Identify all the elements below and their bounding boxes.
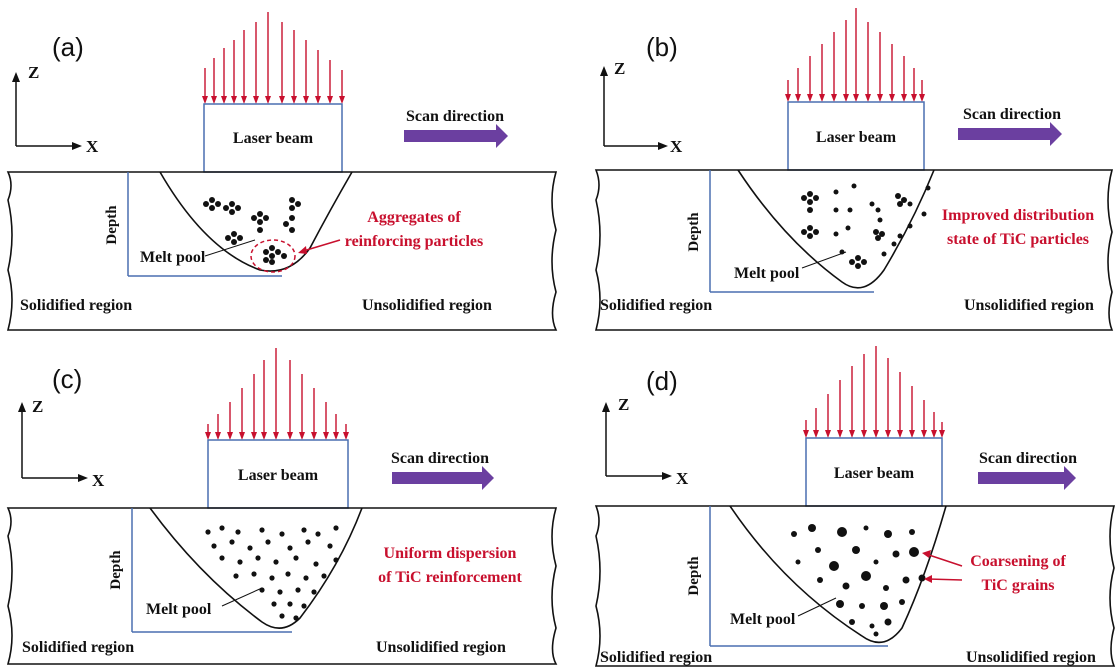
annotation-arrow-2	[927, 578, 963, 581]
axes: Z X	[12, 63, 99, 156]
particles	[801, 183, 931, 269]
solidified-label: Solidified region	[22, 639, 134, 656]
panel-a: (a) Z X Laser beam	[6, 12, 558, 331]
x-axis-label: X	[92, 471, 105, 490]
substrate-outline	[6, 171, 558, 331]
melt-pool-pointer	[221, 587, 263, 607]
solidified-label: Solidified region	[20, 297, 132, 314]
melt-pool-label: Melt pool	[734, 265, 800, 282]
laser-beam-box	[203, 103, 343, 173]
panel-label: (d)	[646, 366, 678, 396]
unsolidified-label: Unsolidified region	[376, 639, 506, 656]
scan-direction-label: Scan direction	[391, 450, 489, 467]
annotation-line1: Improved distribution	[942, 207, 1094, 224]
unsolidified-label: Unsolidified region	[964, 297, 1094, 314]
x-axis-label: X	[676, 469, 689, 488]
melt-pool-boundary	[737, 169, 935, 289]
panel-d: (d) Z X Laser beam	[594, 346, 1116, 667]
substrate-outline	[6, 507, 558, 665]
z-axis-label: Z	[614, 59, 625, 78]
laser-beam-box	[805, 437, 943, 507]
aggregate-highlight	[250, 239, 296, 273]
depth-label: Depth	[686, 212, 702, 252]
scan-direction-arrow	[392, 466, 494, 490]
coarsened-particles	[791, 524, 926, 637]
melt-pool-label: Melt pool	[730, 611, 796, 628]
melt-pool-label: Melt pool	[146, 601, 212, 618]
substrate-outline	[594, 505, 1116, 667]
laser-beam-box	[787, 101, 925, 171]
laser-arrows	[204, 12, 343, 100]
axes: Z X	[600, 59, 683, 156]
annotation-arrow-1	[925, 553, 963, 567]
z-axis-label: Z	[618, 395, 629, 414]
melt-pool-label: Melt pool	[140, 249, 206, 266]
annotation-line1: Uniform dispersion	[384, 545, 517, 562]
laser-beam-label: Laser beam	[233, 130, 314, 147]
melt-pool-boundary	[729, 505, 947, 644]
scan-direction-arrow	[958, 122, 1062, 146]
laser-arrows	[207, 348, 347, 434]
laser-beam-box	[207, 439, 349, 509]
depth-label: Depth	[108, 550, 124, 590]
z-axis-label: Z	[28, 63, 39, 82]
laser-beam-label: Laser beam	[238, 467, 319, 484]
depth-label: Depth	[686, 556, 702, 596]
laser-arrowheads	[205, 432, 349, 440]
annotation-line1: Coarsening of	[970, 553, 1066, 570]
annotation-arrow	[299, 239, 341, 253]
annotation-line2: of TiC reinforcement	[378, 569, 522, 586]
annotation-line2: TiC grains	[981, 577, 1054, 594]
scan-direction-label: Scan direction	[406, 108, 504, 125]
melt-pool-pointer	[801, 251, 847, 269]
unsolidified-label: Unsolidified region	[966, 649, 1096, 666]
panel-label: (a)	[52, 32, 84, 62]
unsolidified-label: Unsolidified region	[362, 297, 492, 314]
panel-label: (c)	[52, 364, 82, 394]
substrate-outline	[594, 169, 1114, 331]
solidified-label: Solidified region	[600, 297, 712, 314]
particle-aggregates	[203, 197, 301, 265]
z-axis-label: Z	[32, 397, 43, 416]
depth-label: Depth	[104, 205, 120, 245]
melt-pool-boundary	[159, 171, 353, 272]
particles	[205, 525, 339, 621]
panel-label: (b)	[646, 32, 678, 62]
scan-direction-arrow	[978, 466, 1076, 490]
x-axis-label: X	[86, 137, 99, 156]
axes: Z X	[602, 395, 689, 488]
annotation-line1: Aggregates of	[367, 209, 461, 226]
scan-direction-arrow	[404, 124, 508, 148]
solidified-label: Solidified region	[600, 649, 712, 666]
laser-arrowheads	[803, 430, 945, 438]
melt-pool-pointer	[797, 597, 837, 617]
laser-beam-label: Laser beam	[816, 129, 897, 146]
laser-arrowheads	[785, 94, 925, 102]
melt-pool-pointer	[204, 239, 256, 257]
annotation-line2: state of TiC particles	[947, 231, 1089, 248]
panel-c: (c) Z X Laser beam	[6, 348, 558, 665]
laser-arrows	[787, 8, 923, 96]
laser-beam-label: Laser beam	[834, 465, 915, 482]
scan-direction-label: Scan direction	[963, 106, 1061, 123]
laser-arrowheads	[202, 96, 345, 104]
axes: Z X	[18, 397, 105, 490]
laser-arrows	[805, 346, 943, 432]
scan-direction-label: Scan direction	[979, 450, 1077, 467]
panel-b: (b) Z X Laser beam	[594, 8, 1114, 331]
x-axis-label: X	[670, 137, 683, 156]
annotation-line2: reinforcing particles	[345, 233, 484, 250]
